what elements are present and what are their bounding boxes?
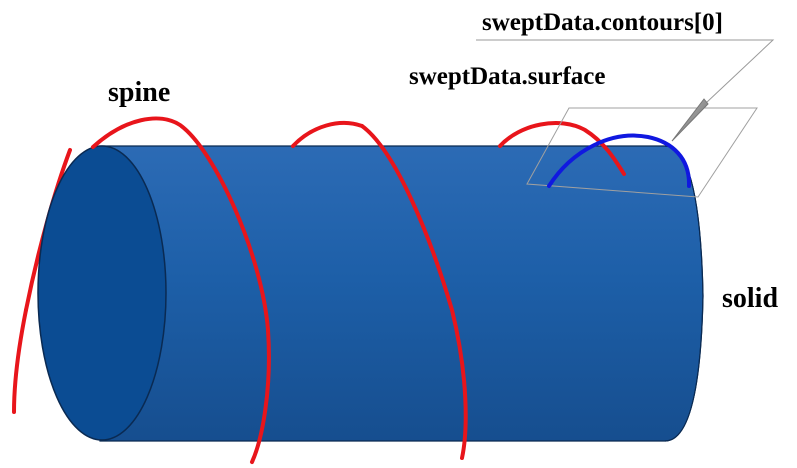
contour-arc	[547, 133, 692, 188]
surface-label: sweptData.surface	[409, 63, 605, 90]
spine-front-arc-2	[360, 124, 468, 460]
contour-leader-line	[476, 39, 775, 119]
spine-left-tail	[12, 308, 28, 414]
solid-label: solid	[722, 283, 778, 314]
spine-front-arc-1	[91, 116, 271, 464]
contour-leader-arrow	[671, 98, 709, 142]
spine-top-arc-3	[498, 121, 626, 176]
surface-plane	[526, 107, 758, 198]
cylinder-end-face	[37, 145, 167, 441]
spine-label: spine	[108, 77, 170, 108]
spine-top-arc-2	[291, 120, 364, 148]
contour-label: sweptData.contours[0]	[482, 9, 723, 36]
